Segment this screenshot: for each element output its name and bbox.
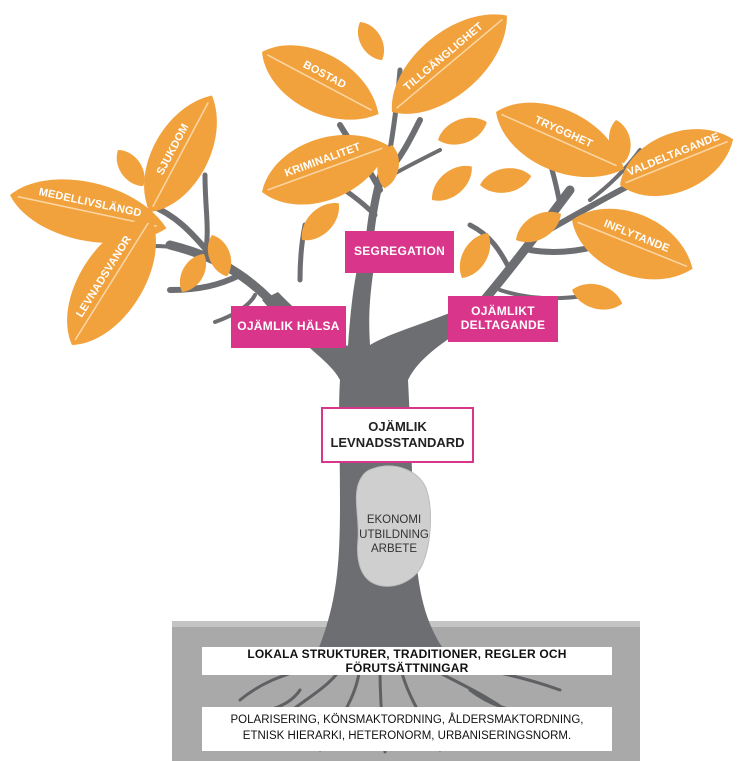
leaf-sjukdom: SJUKDOM	[144, 95, 217, 212]
box-label-line1: OJÄMLIKT	[471, 304, 535, 319]
leaf-tillganglighet: TILLGÄNGLIGHET	[391, 14, 507, 114]
small-leaf	[516, 211, 562, 243]
trunk-core-labels: EKONOMI UTBILDNING ARBETE	[352, 505, 436, 565]
small-leaf	[431, 165, 472, 201]
box-ojamlik-halsa: OJÄMLIK HÄLSA	[231, 306, 346, 348]
box-ojamlik-levnadsstandard: OJÄMLIK LEVNADSSTANDARD	[321, 407, 474, 463]
leaf-trygghet: TRYGGHET	[496, 102, 624, 178]
small-leaf	[438, 117, 487, 145]
box-label-line1: OJÄMLIK	[368, 419, 427, 435]
leaf-bostad: BOSTAD	[262, 45, 379, 120]
small-leaf	[480, 168, 532, 193]
small-leaf	[572, 283, 623, 310]
ground-local-structures: LOKALA STRUKTURER, TRADITIONER, REGLER O…	[202, 647, 612, 675]
small-leaf	[207, 235, 232, 277]
ground-norms-line1: POLARISERING, KÖNSMAKTORDNING, ÅLDERSMAK…	[230, 714, 584, 727]
core-label-arbete: ARBETE	[370, 543, 417, 556]
ground-local-label: LOKALA STRUKTURER, TRADITIONER, REGLER O…	[247, 647, 567, 675]
ground-norms-line2: ETNISK HIERARKI, HETERONORM, URBANISERIN…	[242, 730, 572, 742]
labelled-leaves: MEDELLIVSLÄNGD SJUKDOM LEVNADSVANOR BOST…	[10, 14, 734, 345]
box-label-line2: LEVNADSSTANDARD	[330, 435, 465, 450]
small-leaf	[301, 203, 339, 241]
leaf-valdeltagande: VALDELTAGANDE	[620, 129, 734, 196]
box-label: SEGREGATION	[353, 244, 446, 259]
ground-norms: POLARISERING, KÖNSMAKTORDNING, ÅLDERSMAK…	[202, 707, 612, 751]
trunk-core	[355, 465, 431, 587]
box-segregation: SEGREGATION	[345, 231, 454, 273]
small-leaf	[116, 150, 145, 187]
box-label: OJÄMLIK HÄLSA	[237, 319, 340, 334]
core-label-utbildning: UTBILDNING	[359, 528, 429, 541]
small-leaf	[358, 22, 384, 61]
small-leaf	[459, 232, 491, 278]
small-leaf	[180, 253, 206, 292]
leaf-kriminalitet: KRIMINALITET	[262, 134, 389, 205]
box-label-line2: DELTAGANDE	[460, 318, 546, 332]
core-label-ekonomi: EKONOMI	[366, 514, 422, 527]
box-ojamlikt-deltagande: OJÄMLIKT DELTAGANDE	[448, 296, 558, 342]
leaf-inflytande: INFLYTANDE	[572, 208, 693, 280]
